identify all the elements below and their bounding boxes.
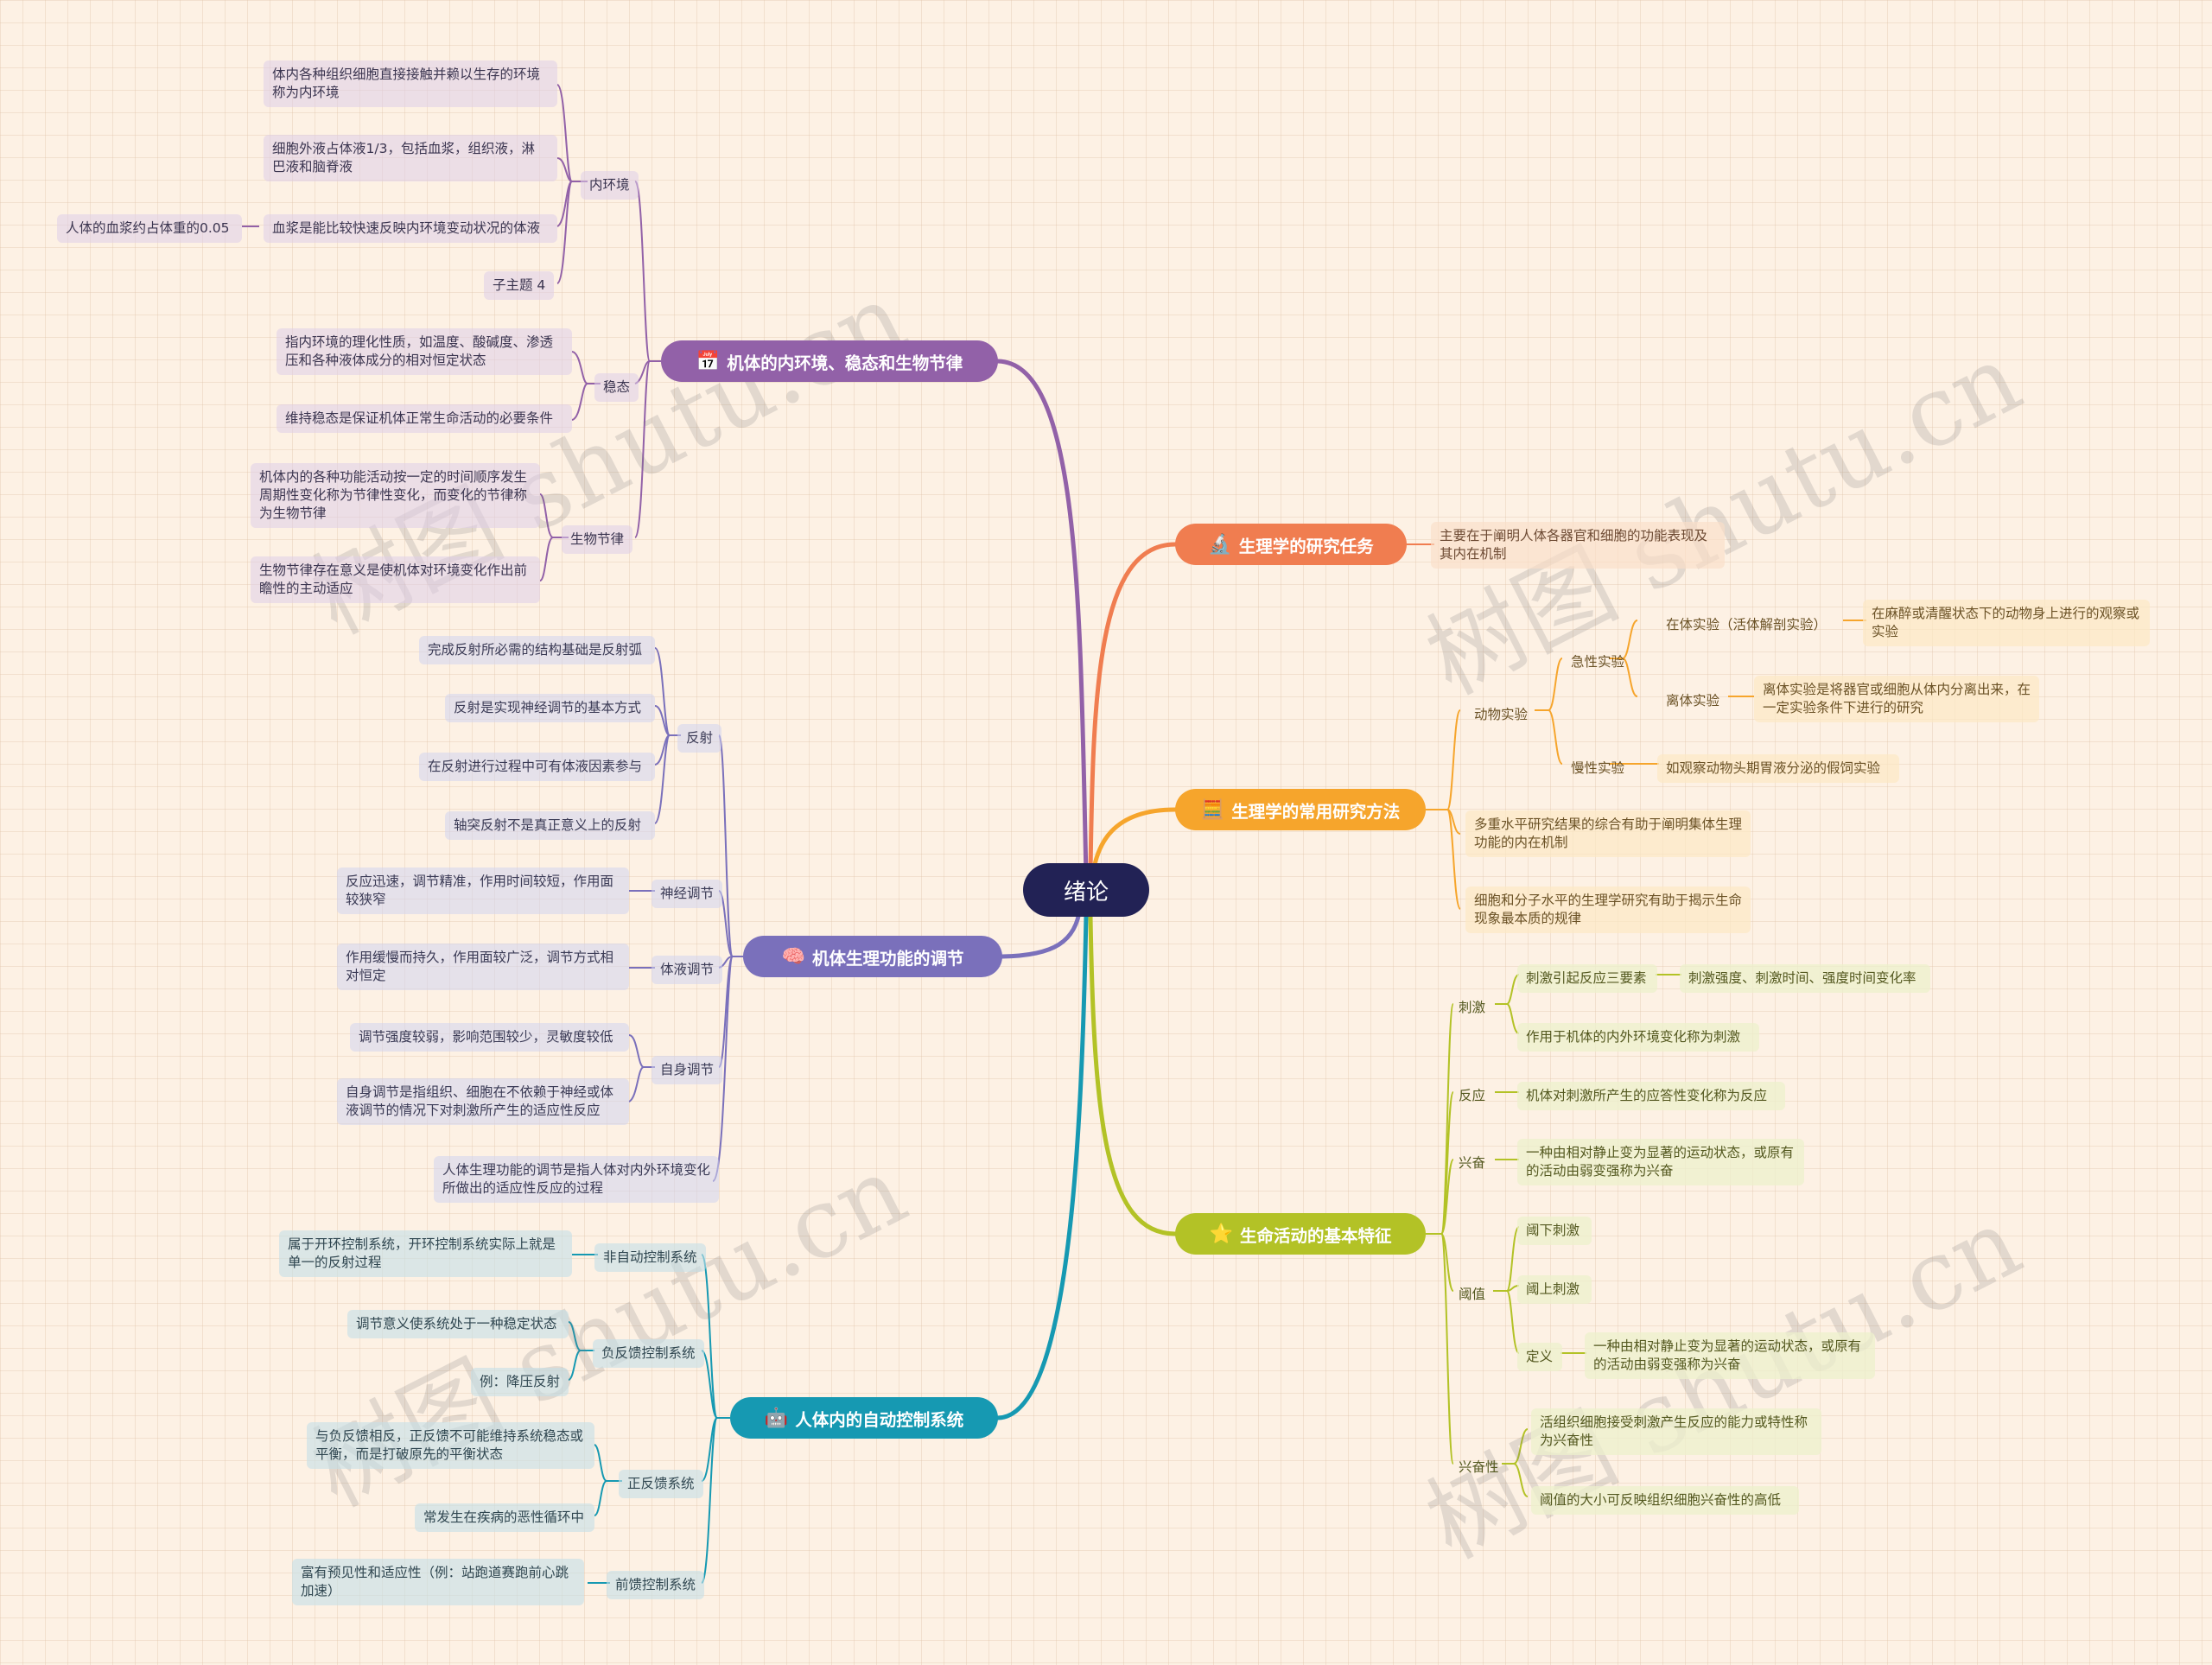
node-fs[interactable]: 反射: [677, 724, 722, 753]
node-qk-a[interactable]: 富有预见性和适应性（例：站跑道赛跑前心跳 加速）: [292, 1559, 584, 1605]
node-zt-a[interactable]: 在麻醉或清醒状态下的动物身上进行的观察或 实验: [1863, 600, 2150, 646]
node-swjl[interactable]: 生物节律: [562, 525, 633, 554]
node-sj[interactable]: 神经调节: [652, 880, 723, 908]
topic-s3[interactable]: 🤖人体内的自动控制系统: [730, 1397, 998, 1439]
node-s5-c[interactable]: 细胞和分子水平的生理学研究有助于揭示生命 现象最本质的规律: [1465, 887, 1751, 933]
node-lt-a[interactable]: 离体实验是将器官或细胞从体内分离出来，在 一定实验条件下进行的研究: [1754, 676, 2039, 722]
microscope-icon: 🔬: [1208, 533, 1232, 556]
node-mx[interactable]: 慢性实验: [1571, 760, 1625, 776]
node-yz-c[interactable]: 定义: [1517, 1343, 1562, 1371]
root-topic[interactable]: 绪论: [1023, 863, 1149, 917]
node-lt[interactable]: 离体实验: [1666, 693, 1720, 709]
node-zs[interactable]: 自身调节: [652, 1056, 723, 1084]
node-cj[interactable]: 刺激: [1459, 1000, 1486, 1015]
node-xf-a[interactable]: 一种由相对静止变为显著的运动状态，或原有 的活动由弱变强称为兴奋: [1517, 1139, 1804, 1185]
node-def[interactable]: 人体生理功能的调节是指人体对内外环境变化 所做出的适应性反应的过程: [434, 1156, 719, 1203]
node-swjl-b[interactable]: 生物节律存在意义是使机体对环境变化作出前 瞻性的主动适应: [251, 556, 540, 603]
node-wt-b[interactable]: 维持稳态是保证机体正常生命活动的必要条件: [276, 404, 572, 433]
node-ty[interactable]: 体液调节: [652, 956, 723, 984]
node-swjl-a[interactable]: 机体内的各种功能活动按一定的时间顺序发生 周期性变化称为节律性变化，而变化的节律…: [251, 463, 540, 528]
node-dw[interactable]: 动物实验: [1474, 707, 1529, 722]
topic-s4[interactable]: 🔬生理学的研究任务: [1175, 524, 1407, 565]
node-fy-a[interactable]: 机体对刺激所产生的应答性变化称为反应: [1517, 1082, 1785, 1110]
node-s5-b[interactable]: 多重水平研究结果的综合有助于阐明集体生理 功能的内在机制: [1465, 810, 1751, 857]
node-xfx[interactable]: 兴奋性: [1459, 1459, 1499, 1475]
calculator-icon: 🧮: [1200, 798, 1225, 821]
node-nhj-b[interactable]: 细胞外液占体液1/3，包括血浆，组织液，淋 巴液和脑脊液: [264, 135, 557, 181]
node-cj-a1[interactable]: 刺激强度、刺激时间、强度时间变化率: [1680, 964, 1930, 993]
node-ffk-b[interactable]: 例：降压反射: [471, 1368, 569, 1396]
brain-icon: 🧠: [781, 945, 805, 968]
calendar-icon: 📅: [696, 350, 721, 372]
node-nhj[interactable]: 内环境: [581, 171, 639, 200]
node-fzd[interactable]: 非自动控制系统: [594, 1243, 706, 1272]
node-nhj-c1[interactable]: 人体的血浆约占体重的0.05: [57, 214, 242, 243]
node-zfk-a[interactable]: 与负反馈相反，正反馈不可能维持系统稳态或 平衡，而是打破原先的平衡状态: [307, 1422, 594, 1469]
node-fs-c[interactable]: 在反射进行过程中可有体液因素参与: [419, 753, 655, 781]
node-qk[interactable]: 前馈控制系统: [607, 1571, 705, 1599]
node-cj-b[interactable]: 作用于机体的内外环境变化称为刺激: [1517, 1023, 1759, 1052]
node-yz-a[interactable]: 阈下刺激: [1517, 1217, 1592, 1245]
topic-s2[interactable]: 🧠机体生理功能的调节: [743, 936, 1002, 977]
node-zt[interactable]: 在体实验（活体解剖实验）: [1666, 617, 1827, 632]
node-xfx-b[interactable]: 阈值的大小可反映组织细胞兴奋性的高低: [1531, 1486, 1799, 1515]
node-nhj-d[interactable]: 子主题 4: [484, 271, 555, 300]
topic-s6[interactable]: ⭐生命活动的基本特征: [1175, 1213, 1426, 1255]
node-fs-d[interactable]: 轴突反射不是真正意义上的反射: [445, 811, 655, 840]
node-zs-b[interactable]: 自身调节是指组织、细胞在不依赖于神经或体 液调节的情况下对刺激所产生的适应性反应: [337, 1078, 629, 1125]
node-cj-a[interactable]: 刺激引起反应三要素: [1517, 964, 1657, 993]
topic-s1[interactable]: 📅机体的内环境、稳态和生物节律: [661, 340, 998, 382]
node-fzd-a[interactable]: 属于开环控制系统，开环控制系统实际上就是 单一的反射过程: [279, 1230, 572, 1277]
node-fs-b[interactable]: 反射是实现神经调节的基本方式: [445, 694, 655, 722]
star-icon: ⭐: [1209, 1223, 1233, 1245]
topic-s5[interactable]: 🧮生理学的常用研究方法: [1175, 789, 1426, 830]
node-fy[interactable]: 反应: [1459, 1088, 1486, 1103]
node-yz-c1[interactable]: 一种由相对静止变为显著的运动状态，或原有 的活动由弱变强称为兴奋: [1585, 1332, 1875, 1379]
node-ffk[interactable]: 负反馈控制系统: [593, 1339, 704, 1368]
node-yz-b[interactable]: 阈上刺激: [1517, 1275, 1592, 1304]
node-xfx-a[interactable]: 活组织细胞接受刺激产生反应的能力或特性称 为兴奋性: [1531, 1408, 1821, 1455]
node-wt[interactable]: 稳态: [594, 373, 639, 402]
node-nhj-a[interactable]: 体内各种组织细胞直接接触并赖以生存的环境 称为内环境: [264, 60, 557, 107]
node-wt-a[interactable]: 指内环境的理化性质，如温度、酸碱度、渗透 压和各种液体成分的相对恒定状态: [276, 328, 572, 375]
node-zfk-b[interactable]: 常发生在疾病的恶性循环中: [415, 1503, 594, 1532]
node-xf[interactable]: 兴奋: [1459, 1155, 1486, 1171]
node-ffk-a[interactable]: 调节意义使系统处于一种稳定状态: [347, 1310, 569, 1338]
node-zfk[interactable]: 正反馈系统: [619, 1470, 703, 1498]
node-mx-a[interactable]: 如观察动物头期胃液分泌的假饲实验: [1657, 754, 1899, 783]
robot-icon: 🤖: [764, 1407, 789, 1429]
node-s4-a[interactable]: 主要在于阐明人体各器官和细胞的功能表现及 其内在机制: [1431, 522, 1725, 569]
node-sj-a[interactable]: 反应迅速，调节精准，作用时间较短，作用面 较狭窄: [337, 867, 629, 914]
node-nhj-c[interactable]: 血浆是能比较快速反映内环境变动状况的体液: [264, 214, 557, 243]
node-zs-a[interactable]: 调节强度较弱，影响范围较少，灵敏度较低: [350, 1023, 629, 1052]
node-jx[interactable]: 急性实验: [1571, 654, 1625, 670]
node-yz[interactable]: 阈值: [1459, 1287, 1486, 1302]
node-fs-a[interactable]: 完成反射所必需的结构基础是反射弧: [419, 636, 655, 664]
node-ty-a[interactable]: 作用缓慢而持久，作用面较广泛，调节方式相 对恒定: [337, 944, 629, 990]
